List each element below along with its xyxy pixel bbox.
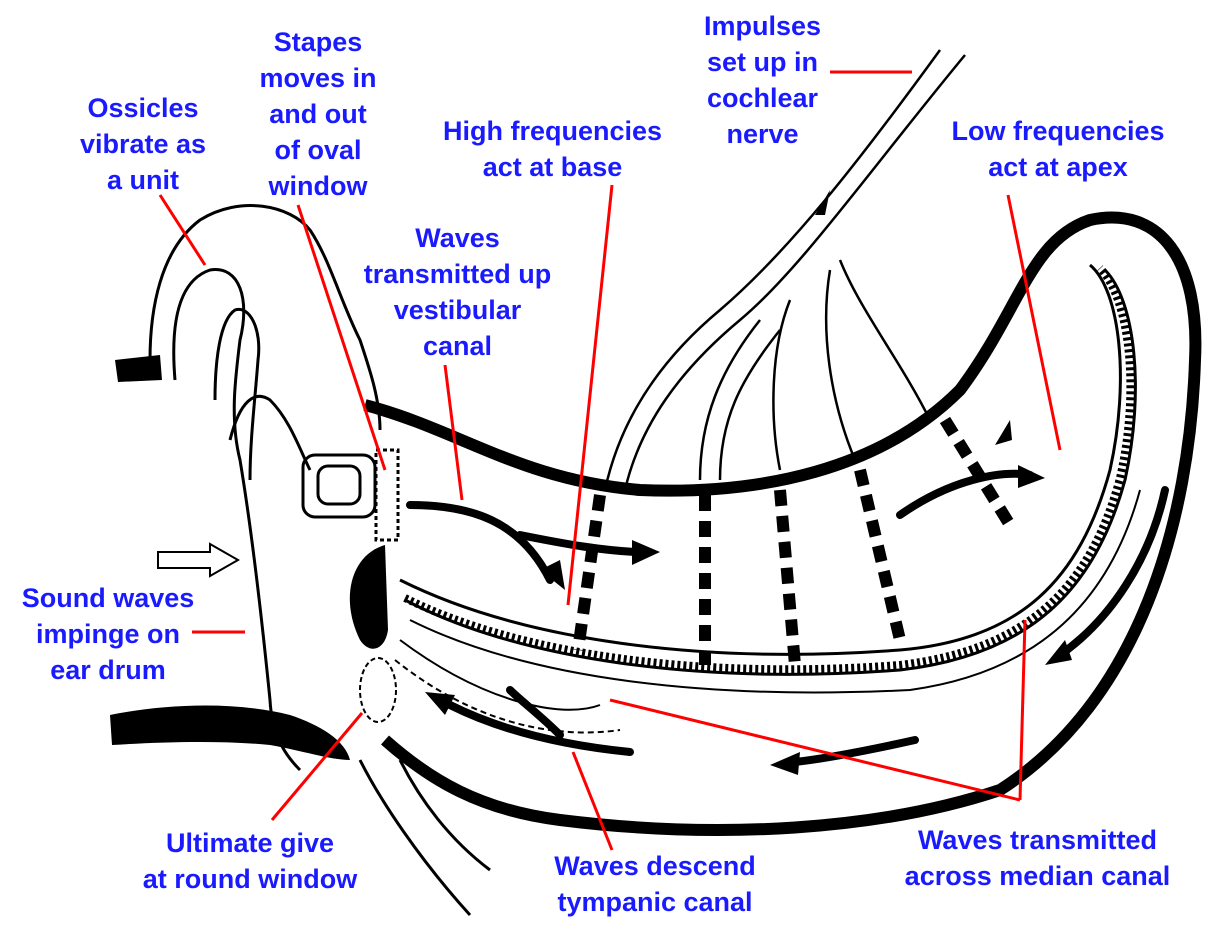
eustachian-tube (358, 759, 491, 917)
round-window-membrane (349, 545, 388, 649)
leader-lines (158, 70, 1062, 851)
label-stapes-line-4: of oval (274, 135, 362, 165)
label-stapes-line-2: moves in (259, 63, 377, 93)
label-low-freq-line-2: act at apex (988, 152, 1128, 182)
label-waves-vestibular-line-3: vestibular (393, 295, 522, 325)
label-waves-vestibular-line-1: Waves (415, 223, 500, 253)
label-sound-waves-line-1: Sound waves (21, 583, 195, 613)
label-impulses-line-4: nerve (726, 119, 799, 149)
arrowheads (425, 190, 1072, 775)
middle-ear-outline (148, 204, 382, 772)
label-ossicles-line-2: vibrate as (79, 129, 207, 159)
label-waves-descend-line-1: Waves descend (554, 851, 756, 881)
label-waves-vestibular: Waves transmitted up vestibular canal (350, 220, 565, 364)
label-high-freq-line-2: act at base (482, 152, 623, 182)
label-impulses: Impulses set up in cochlear nerve (690, 8, 835, 152)
label-ultimate-give-line-2: at round window (142, 864, 358, 894)
label-ultimate-give: Ultimate give at round window (130, 825, 370, 897)
label-stapes-line-5: window (268, 171, 368, 201)
label-waves-descend-line-2: tympanic canal (557, 887, 753, 917)
label-sound-waves-line-3: ear drum (50, 655, 166, 685)
label-stapes-line-3: and out (269, 99, 367, 129)
label-waves-descend: Waves descend tympanic canal (535, 848, 775, 920)
label-waves-median-line-1: Waves transmitted (917, 825, 1158, 855)
basilar-membrane (403, 265, 1135, 674)
sound-input-arrow (157, 542, 241, 578)
round-window (359, 657, 397, 723)
cochlea-walls (363, 211, 1202, 836)
label-ossicles: Ossicles vibrate as a unit (68, 90, 218, 198)
cochlear-nerve (603, 49, 966, 491)
stapes (301, 448, 400, 542)
label-ossicles-line-1: Ossicles (87, 93, 199, 123)
label-sound-waves: Sound waves impinge on ear drum (8, 580, 208, 688)
label-waves-vestibular-line-4: canal (422, 331, 493, 361)
label-high-frequencies: High frequencies act at base (430, 113, 675, 185)
label-waves-vestibular-line-2: transmitted up (363, 259, 552, 289)
label-stapes-line-1: Stapes (273, 27, 363, 57)
label-high-freq-line-1: High frequencies (442, 116, 663, 146)
external-canal (110, 355, 350, 760)
label-low-freq-line-1: Low frequencies (951, 116, 1165, 146)
label-impulses-line-2: set up in (706, 47, 818, 77)
label-stapes: Stapes moves in and out of oval window (248, 24, 388, 204)
label-sound-waves-line-2: impinge on (36, 619, 180, 649)
label-waves-median-line-2: across median canal (904, 861, 1171, 891)
label-impulses-line-1: Impulses (703, 11, 822, 41)
label-ossicles-line-3: a unit (107, 165, 179, 195)
label-ultimate-give-line-1: Ultimate give (165, 828, 335, 858)
label-waves-median: Waves transmitted across median canal (885, 822, 1190, 894)
vibration-columns (572, 416, 1016, 666)
label-low-frequencies: Low frequencies act at apex (938, 113, 1178, 185)
label-impulses-line-3: cochlear (706, 83, 819, 113)
